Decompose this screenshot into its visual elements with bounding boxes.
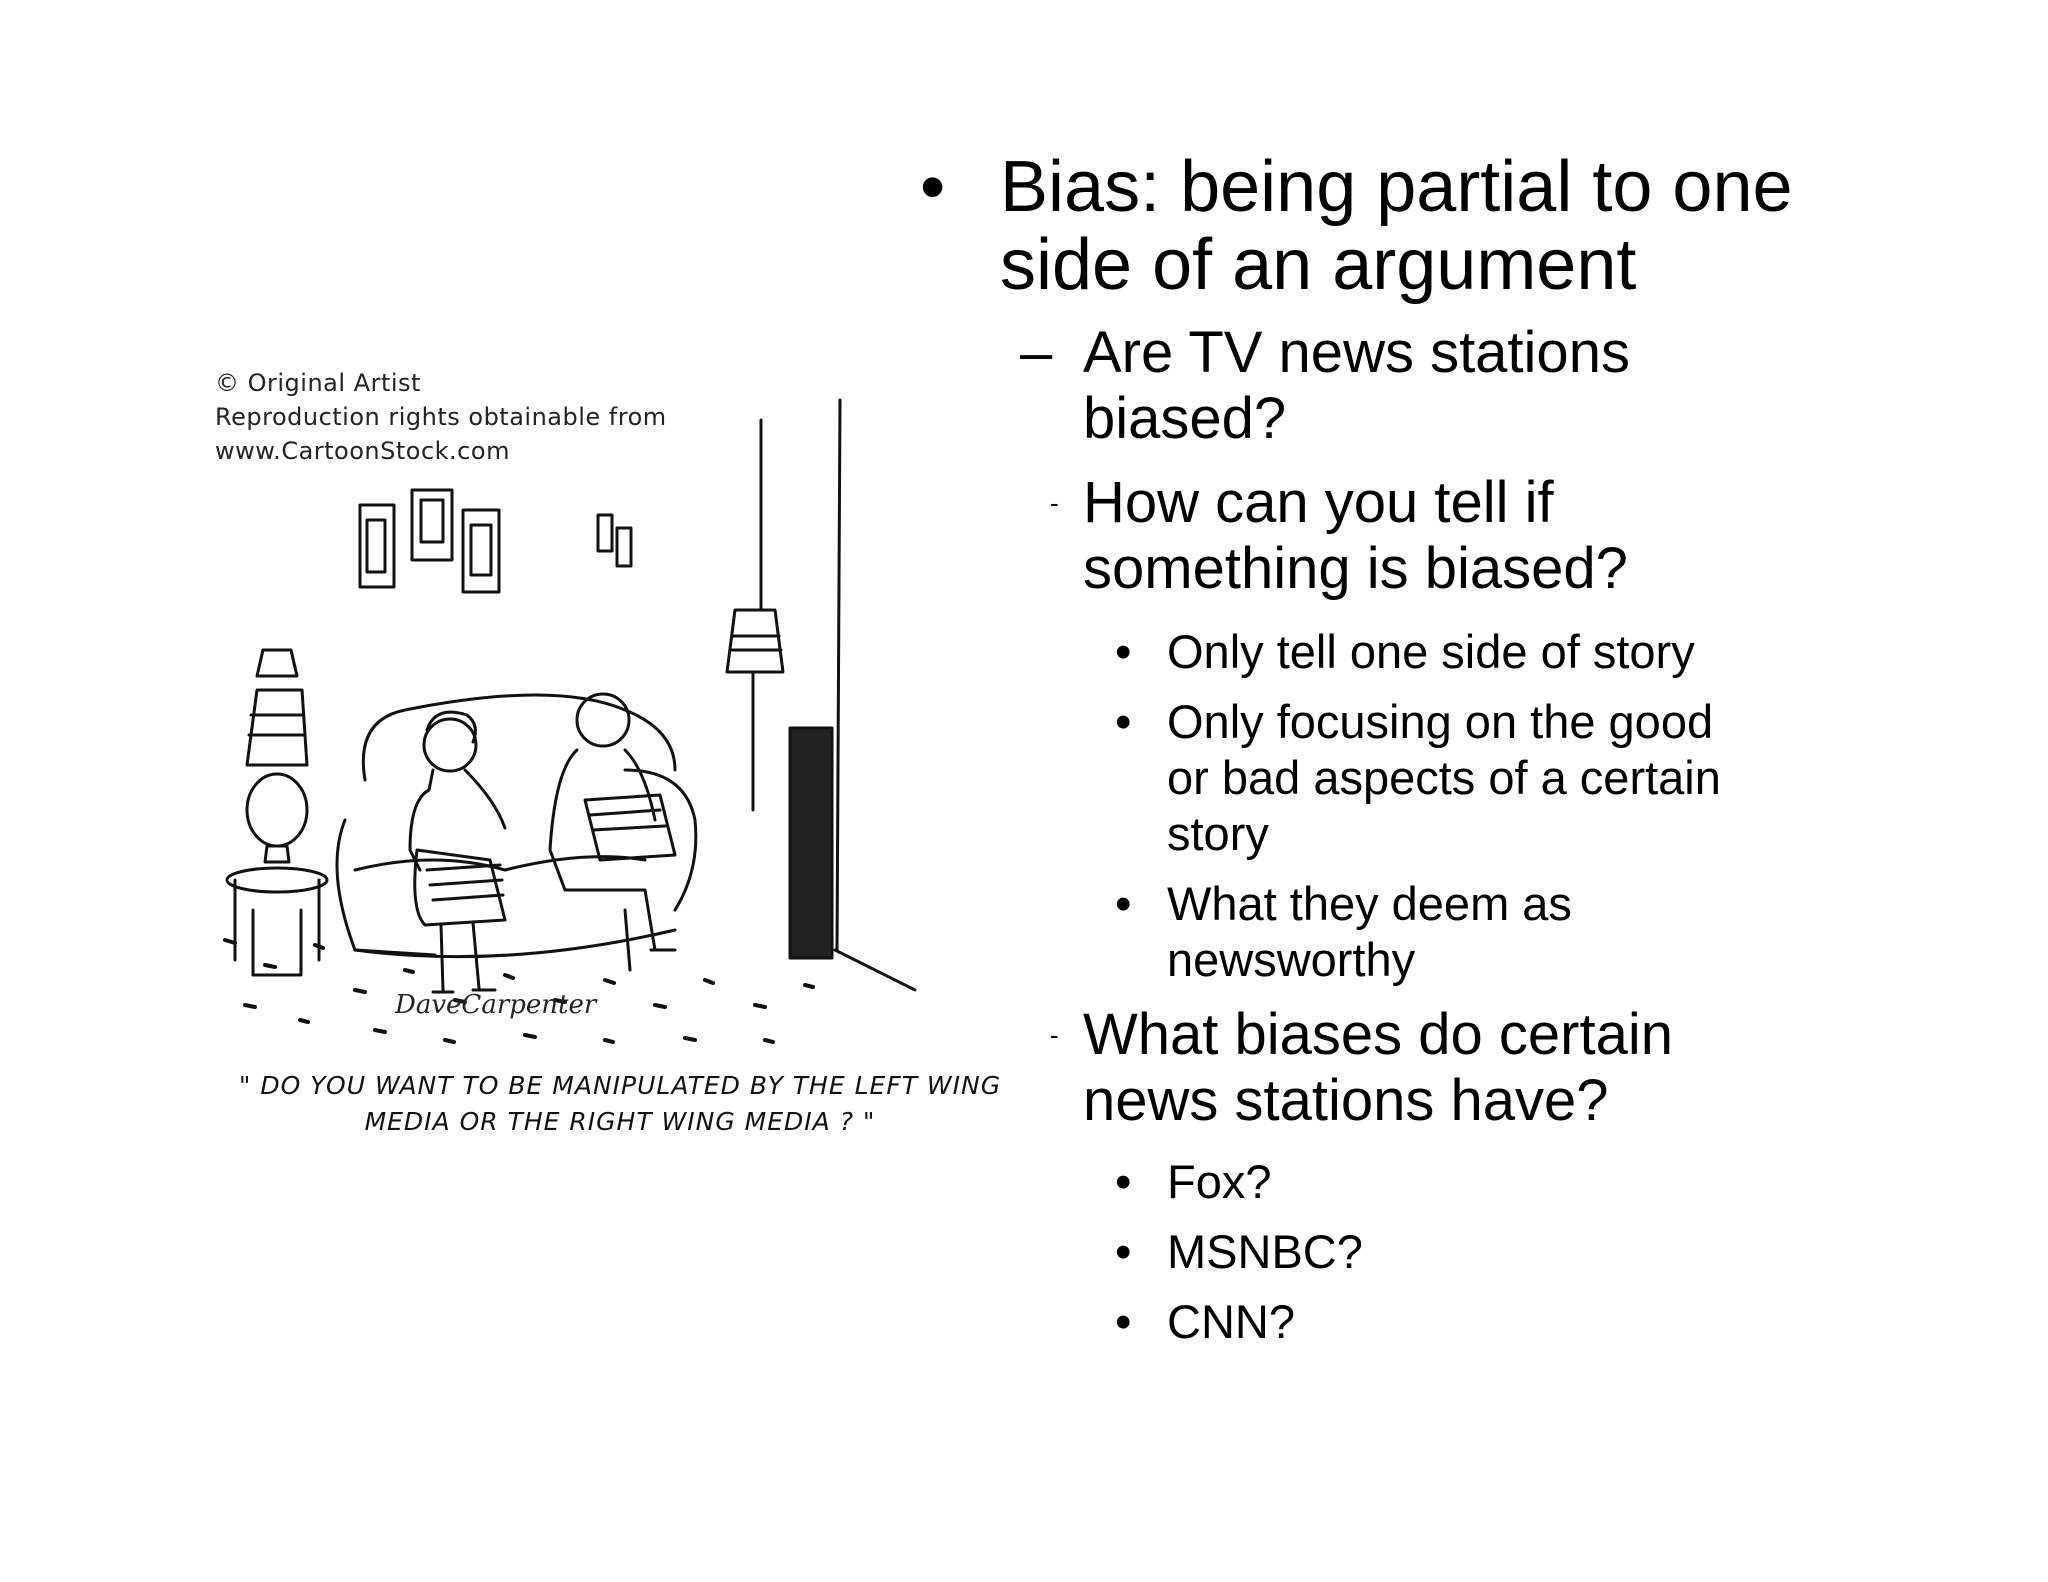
bullet-marker: • [920, 147, 946, 227]
sub-bullet-line: What biases do certain [1083, 1002, 1673, 1067]
item-marker: • [1115, 695, 1132, 748]
item-marker: • [1115, 1155, 1132, 1208]
sub-bullet-marker: - [1050, 488, 1059, 518]
item-line: CNN? [1167, 1295, 1295, 1348]
sub-bullet-text: What biases do certain news stations hav… [1083, 1002, 1673, 1134]
credit-line: www.CartoonStock.com [215, 437, 510, 465]
item-text: What they deem as newsworthy [1167, 876, 1572, 988]
main-bullet-line: side of an argument [1000, 225, 1637, 305]
item-text: Only tell one side of story [1167, 624, 1695, 680]
sub-bullet-line: How can you tell if [1083, 470, 1554, 535]
item-marker: • [1115, 877, 1132, 930]
item-text: MSNBC? [1167, 1224, 1363, 1280]
item-line: or bad aspects of a certain [1167, 751, 1721, 804]
credit-line: Reproduction rights obtainable from [215, 403, 667, 431]
caption-line: " Do you want to be manipulated by the l… [238, 1071, 1002, 1100]
item-line: MSNBC? [1167, 1225, 1363, 1278]
item-line: story [1167, 807, 1269, 860]
item-text: Only focusing on the good or bad aspects… [1167, 694, 1721, 862]
item-line: Only focusing on the good [1167, 695, 1714, 748]
item-text: Fox? [1167, 1154, 1272, 1210]
main-bullet-text: Bias: being partial to one side of an ar… [1000, 148, 1793, 304]
item-line: Only tell one side of story [1167, 625, 1695, 678]
main-bullet-line: Bias: being partial to one [1000, 147, 1793, 227]
item-text: CNN? [1167, 1294, 1295, 1350]
item-marker: • [1115, 1225, 1132, 1278]
sub-bullet-line: news stations have? [1083, 1068, 1609, 1133]
artist-signature: DaveCarpenter [395, 990, 597, 1020]
item-line: newsworthy [1167, 933, 1416, 986]
item-line: What they deem as [1167, 877, 1572, 930]
sub-bullet-marker: – [1020, 320, 1053, 385]
cartoon-image: © Original Artist Reproduction rights ob… [205, 350, 1035, 1180]
credit-line: © Original Artist [215, 369, 421, 397]
cartoon-caption: " Do you want to be manipulated by the l… [205, 1068, 1035, 1140]
item-line: Fox? [1167, 1155, 1272, 1208]
sub-bullet-line: something is biased? [1083, 536, 1628, 601]
cartoon-drawing [223, 398, 917, 1044]
caption-line: media or the right wing media ? " [364, 1107, 876, 1136]
item-marker: • [1115, 625, 1132, 678]
sub-bullet-text: How can you tell if something is biased? [1083, 470, 1628, 602]
item-marker: • [1115, 1295, 1132, 1348]
sub-bullet-line: biased? [1083, 386, 1287, 451]
sub-bullet-line: Are TV news stations [1083, 320, 1630, 385]
copyright-credit: © Original Artist Reproduction rights ob… [215, 366, 667, 468]
sub-bullet-marker: - [1050, 1020, 1059, 1050]
sub-bullet-text: Are TV news stations biased? [1083, 320, 1630, 452]
